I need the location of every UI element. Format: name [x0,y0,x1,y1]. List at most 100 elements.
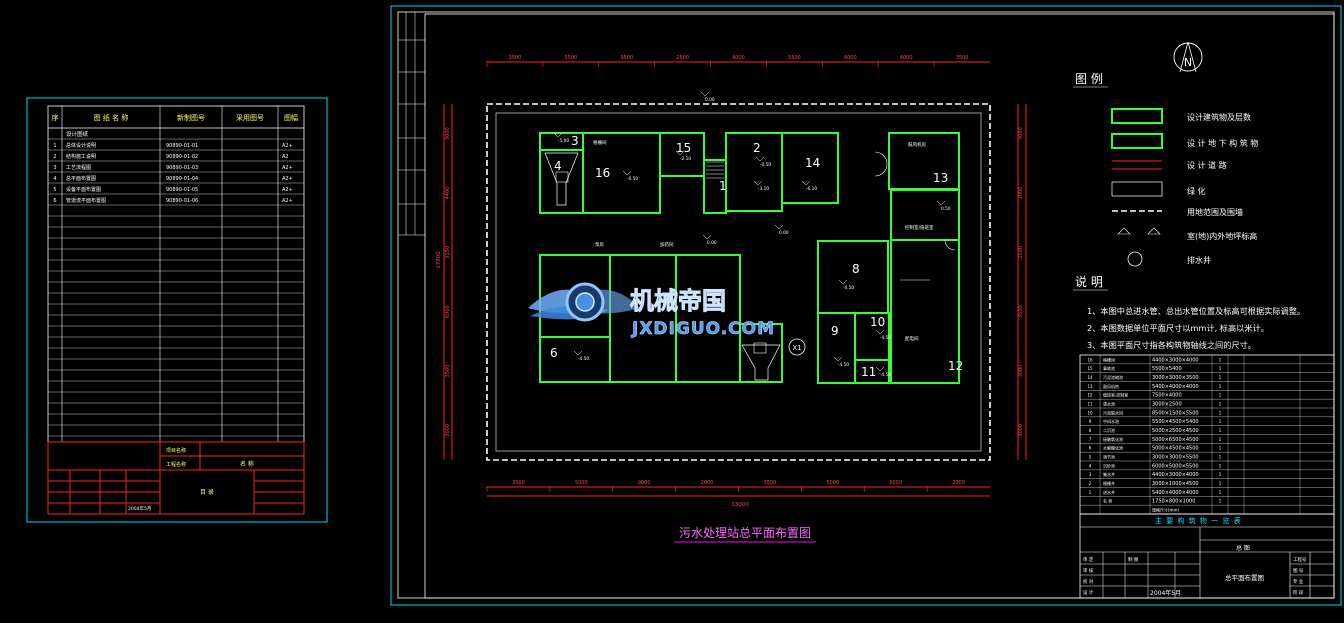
building-number-15: 15 [676,141,691,155]
building-number-1: 1 [719,179,727,193]
building-15 [659,132,705,177]
elevation-label: -4.50 [838,362,849,368]
elevation-marker [833,356,843,362]
schedule-heading: 主 要 构 筑 物 一 览 表 [1155,516,1242,525]
title-block: 总 图 总平面布置图 2004年5月 审 定 审 核 校 对 设 计 制 图 工… [1079,513,1335,599]
building-7b [675,254,741,383]
schedule-qty: 1 [1219,366,1222,371]
left-tb-date: 2004年5月 [128,505,151,512]
left-row-size: A2+ [282,143,293,149]
tb-field-9: 阶 段 [1293,589,1304,596]
schedule-name: 进水井 [1103,489,1115,495]
elevation-label: 0.50 [941,206,951,212]
schedule-name: 污泥浓缩池 [1103,374,1123,380]
left-tb-catalog: 目 录 [200,488,214,496]
schedule-qty: 1 [1219,357,1222,362]
elevation-marker [875,366,885,372]
note-2: 2、本图数据单位平面尺寸以mm计, 标高以米计。 [1087,323,1269,333]
dimension-label: 4400 [445,187,451,200]
binding-strip [398,12,425,236]
schedule-no: 11 [1087,402,1093,407]
schedule-qty: 1 [1219,472,1222,477]
room-label-in1: 泵房 [595,241,604,248]
schedule-no: 10 [1087,410,1093,415]
legend-heading: 图 例 [1075,72,1103,86]
schedule-size: 5400×4000×4000 [1152,490,1199,496]
tb-date: 2004年5月 [1150,589,1181,597]
schedule-size: 3000×1000×4500 [1152,481,1199,487]
left-header-no: 序 [52,113,59,122]
notes-heading: 说 明 [1075,274,1103,289]
legend-label: 绿 化 [1187,186,1206,196]
elevation-marker [553,132,563,138]
elevation-label: -0.50 [627,176,638,182]
building-number-6: 6 [550,346,558,360]
dimension-label: 5000 [826,480,839,486]
elevation-label: 0.00 [707,240,717,246]
dimension-label: 3500 [445,365,451,378]
tb-drawing-name: 总平面布置图 [1225,573,1264,582]
dimension-label: 3500 [764,480,777,486]
elevation-marker [755,156,765,162]
schedule-name: 值班室,控制室 [1103,392,1128,398]
schedule-name: 清水池 [1103,401,1115,407]
schedule-name: 污泥脱水间 [1103,409,1123,415]
left-header-code: 新制图号 [177,113,205,122]
schedule-qty: 1 [1219,402,1222,407]
dimension-label: 2000 [952,480,965,486]
buildings [539,132,960,384]
schedule-size: 6000×5000×5500 [1152,463,1199,469]
left-row-size: A2+ [282,198,293,204]
left-row-size: A2+ [282,165,293,171]
schedule-qty: 1 [1219,384,1222,389]
schedule-name: 集水井 [1103,471,1115,477]
schedule-size: 3000×3000×5500 [1152,455,1199,461]
schedule-qty: 1 [1219,455,1222,460]
schedule-qty: 1 [1219,428,1222,433]
left-row-name: 结构施工说明 [66,153,96,160]
tb-field-4: 设 计 [1083,589,1094,596]
elevation-label: -4.50 [843,285,854,291]
elevation-label: -4.50 [578,356,589,362]
tb-field-1: 审 定 [1083,556,1094,563]
elevation-label: -6.10 [806,186,817,192]
dimension-label: 2000 [701,480,714,486]
dimension-label: 3500 [512,480,525,486]
schedule-no: 8 [1089,428,1092,433]
schedule-no: 12 [1087,393,1093,398]
schedule-qty: 1 [1219,437,1222,442]
left-row-size: A2+ [282,176,293,182]
schedule-col-header: 规格尺寸(mm) [1152,507,1179,513]
left-tb-field-a: 项目名称 [166,447,186,454]
schedule-name: 调节池 [1103,454,1115,460]
dimension-label: 3000 [1018,127,1024,140]
dimension-label: 3500 [956,55,969,61]
legend-symbol-green [1111,181,1163,197]
schedule-size: 3000×2500 [1152,402,1182,408]
elevation-label: -0.50 [760,162,771,168]
building-number-14: 14 [805,156,820,170]
right-sheet-inner-frame [424,13,1335,599]
schedule-name: 二沉池 [1103,427,1115,433]
north-arrow-icon: N [1173,41,1203,73]
left-row-code: 90890-01-06 [166,198,198,204]
dimension-label: 2500 [1018,246,1024,259]
building-number-2: 2 [753,141,761,155]
left-row-size: A2+ [282,187,293,193]
legend-label: 设 计 地 下 构 筑 物 [1187,138,1258,148]
schedule-size: 4400×3000×4000 [1152,357,1199,363]
schedule-size: 4400×3000×4000 [1152,472,1199,478]
elevation-marker [700,91,710,97]
schedule-no: 5 [1089,455,1092,460]
schedule-no: 3 [1089,472,1092,477]
building-5 [739,323,783,383]
note-3: 3、本图平面尺寸指各构筑物轴线之间的尺寸。 [1087,340,1256,350]
building-13 [888,132,960,190]
building-11 [854,359,890,384]
legend-label: 排水井 [1187,255,1211,265]
legend-label: 设计建筑物及层数 [1187,112,1251,122]
legend-symbol-well [1127,251,1143,267]
dimension-label: 6900 [445,305,451,318]
